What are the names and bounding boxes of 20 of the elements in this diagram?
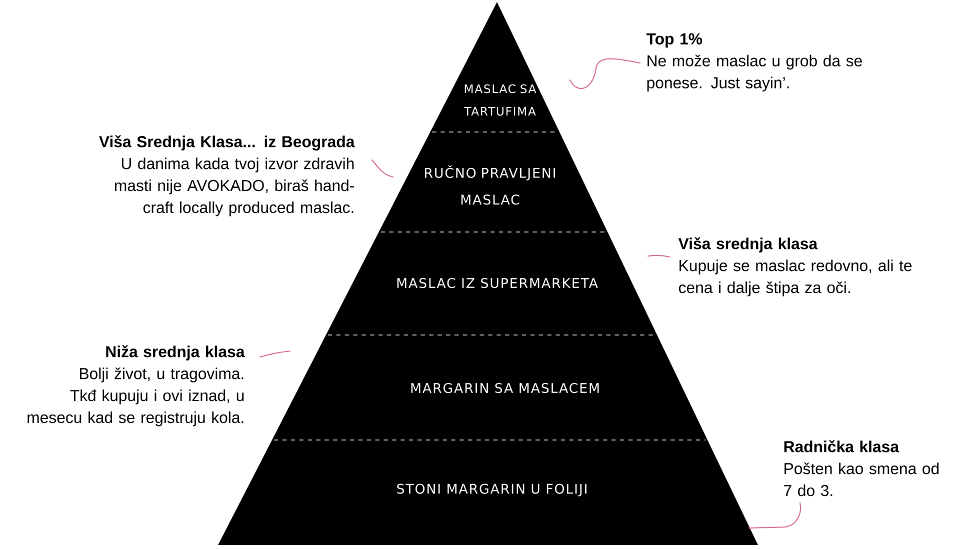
pyramid-layer: MASLAC IZ SUPERMARKETA [326, 232, 658, 335]
pyramid-layer: MASLAC SA TARTUFIMA [430, 2, 560, 132]
pyramid-layer: RUČNO PRAVLJENI MASLAC [378, 132, 608, 232]
callout-text: Viša srednja klasa Kupuje se maslac redovno, ali te cena i dalje štipa za oči. [678, 237, 912, 296]
node-label: RUČNO PRAVLJENI MASLAC [425, 165, 555, 205]
node-label: MASLAC IZ SUPERMARKETA [397, 278, 598, 288]
callout-text: Viša Srednja Klasa... iz Beograda U danima kada tvoj izvor zdravih masti nije AVOKADO, biraš hand-craft locally produced maslac. [99, 135, 355, 216]
leader-line [748, 502, 802, 529]
node-label: STONI MARGARIN U FOLIJI [397, 484, 586, 496]
leader-line [259, 350, 291, 358]
leader-line [647, 254, 671, 258]
callout-text: Radnička klasa Pošten kao smena od 7 do 3. [784, 440, 939, 496]
leader-line [371, 159, 394, 178]
callout-text: Top 1% Ne može maslac u grob da se ponese. Just sayin’. [646, 33, 862, 92]
node-label: MARGARIN SA MASLACEM [411, 382, 599, 394]
callout-text: Niža srednja klasa Bolji život, u tragovima. Tkđ kupuju i ovi iznad, u mesecu kad se registruju kola. [28, 345, 245, 426]
pyramid-layer: MARGARIN SA MASLACEM [272, 335, 708, 440]
pyramid-layer: STONI MARGARIN U FOLIJI [218, 440, 758, 545]
node-label: MASLAC SA TARTUFIMA [464, 84, 536, 116]
leader-line [569, 58, 641, 90]
